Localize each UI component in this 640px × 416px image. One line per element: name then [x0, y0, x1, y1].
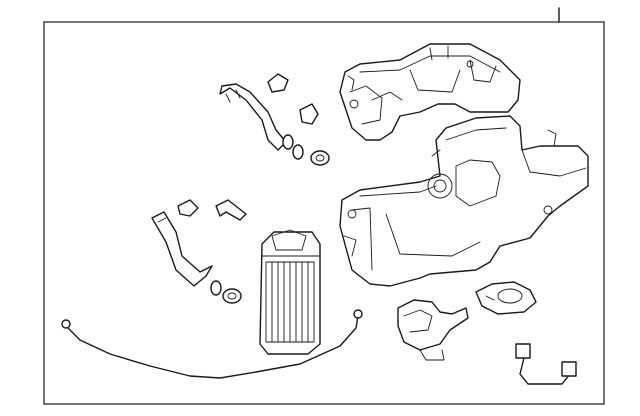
heater-core[interactable] [259, 229, 321, 355]
sensor-harness[interactable] [515, 343, 577, 385]
heater-unit-housing[interactable] [339, 43, 521, 141]
hose-clamp[interactable] [222, 288, 242, 304]
blower-resistor[interactable] [475, 281, 537, 315]
servo-motor[interactable] [397, 299, 469, 361]
upper-heater-hose[interactable] [219, 83, 287, 151]
o-ring[interactable] [282, 134, 304, 160]
diagram-frame [43, 7, 605, 405]
ground-cable[interactable] [61, 309, 363, 379]
mounting-bracket[interactable] [177, 73, 319, 221]
o-ring[interactable] [210, 280, 222, 296]
lower-heater-hose[interactable] [151, 211, 213, 287]
blower-case[interactable] [339, 115, 589, 287]
hose-clamp[interactable] [310, 150, 330, 166]
